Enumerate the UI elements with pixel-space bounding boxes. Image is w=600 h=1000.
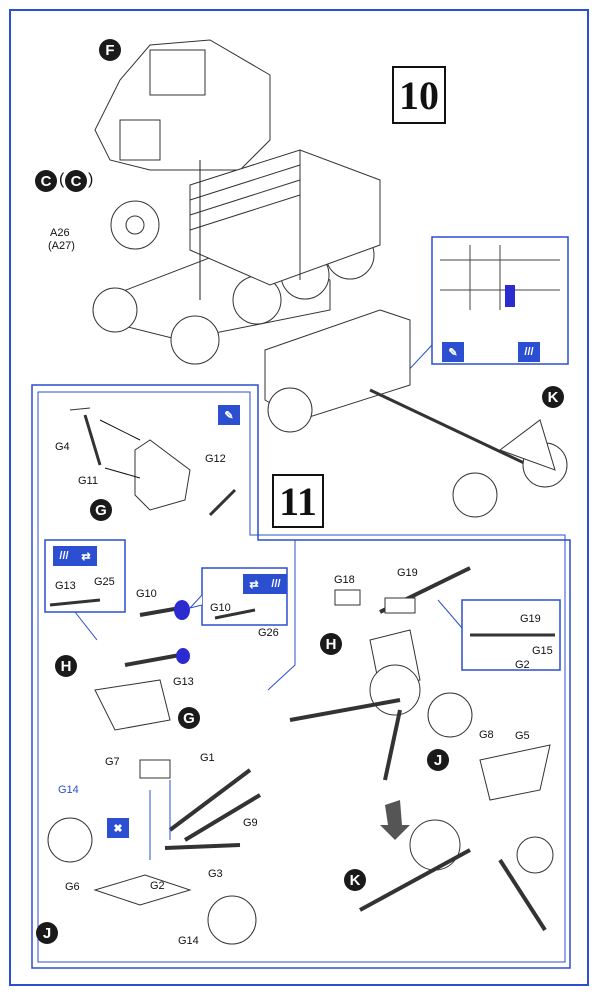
label-G10: G10 bbox=[136, 588, 157, 600]
do-not-glue-icon: ✖ bbox=[107, 818, 129, 838]
part-marker-J: J bbox=[36, 922, 58, 944]
paint-icon: ✎ bbox=[442, 342, 464, 362]
step-10-number: 10 bbox=[392, 66, 446, 124]
label-G10-inset: G10 bbox=[210, 602, 231, 614]
label-G13: G13 bbox=[173, 676, 194, 688]
part-marker-G-2: G bbox=[178, 707, 200, 729]
hitch-detail bbox=[440, 245, 560, 310]
part-marker-C: C bbox=[35, 170, 57, 192]
label-G2: G2 bbox=[150, 880, 165, 892]
step11-frame bbox=[31, 384, 571, 969]
part-marker-G: G bbox=[90, 499, 112, 521]
cement-icon: /// bbox=[53, 546, 75, 566]
label-G18: G18 bbox=[334, 574, 355, 586]
step11-inner-frame bbox=[37, 391, 566, 963]
label-A26: A26 bbox=[50, 227, 70, 239]
part-marker-H-right: H bbox=[320, 633, 342, 655]
label-G25: G25 bbox=[94, 576, 115, 588]
cement-icon: /// bbox=[518, 342, 540, 362]
part-marker-H: H bbox=[55, 655, 77, 677]
label-G26: G26 bbox=[258, 627, 279, 639]
part-marker-J-right: J bbox=[427, 749, 449, 771]
label-G9: G9 bbox=[243, 817, 258, 829]
part-marker-C-alt: C bbox=[65, 170, 87, 192]
label-G14-blue: G14 bbox=[58, 784, 79, 796]
label-A27: (A27) bbox=[48, 240, 75, 252]
rotate-icon: ⇄ bbox=[75, 546, 97, 566]
paren-open: ( bbox=[59, 171, 65, 188]
part-marker-K-bottom: K bbox=[344, 869, 366, 891]
part-marker-F: F bbox=[99, 39, 121, 61]
truck-cab bbox=[94, 39, 271, 171]
cargo-bed bbox=[189, 149, 381, 286]
final-gun bbox=[359, 744, 554, 932]
label-G4: G4 bbox=[55, 441, 70, 453]
page-frame bbox=[9, 9, 589, 986]
label-G15: G15 bbox=[532, 645, 553, 657]
label-G11: G11 bbox=[78, 475, 98, 487]
label-G7: G7 bbox=[105, 756, 120, 768]
paren-close: ) bbox=[88, 171, 94, 188]
truck-rear-with-gun bbox=[264, 309, 568, 518]
rotate-icon: ⇄ bbox=[243, 574, 265, 594]
cement-icon: /// bbox=[265, 574, 287, 594]
label-G14: G14 bbox=[178, 935, 199, 947]
label-G8: G8 bbox=[479, 729, 494, 741]
step-11-number: 11 bbox=[272, 474, 324, 528]
h-subassembly bbox=[94, 600, 190, 731]
guide-arrows-blue bbox=[149, 780, 171, 860]
part-marker-K-top: K bbox=[542, 386, 564, 408]
j-subassembly bbox=[47, 759, 262, 945]
label-G5: G5 bbox=[515, 730, 530, 742]
paint-icon: ✎ bbox=[218, 405, 240, 425]
label-G12: G12 bbox=[205, 453, 226, 465]
label-G13-inset: G13 bbox=[55, 580, 76, 592]
subassembly-divider bbox=[267, 540, 296, 691]
gray-arrow bbox=[380, 800, 410, 840]
label-G2-inset: G2 bbox=[515, 659, 530, 671]
label-G6: G6 bbox=[65, 881, 80, 893]
label-G19: G19 bbox=[397, 567, 418, 579]
label-G3: G3 bbox=[208, 868, 223, 880]
label-G1: G1 bbox=[200, 752, 215, 764]
g-subassembly bbox=[69, 407, 237, 517]
label-G19-inset: G19 bbox=[520, 613, 541, 625]
gun-assembly bbox=[289, 566, 473, 781]
